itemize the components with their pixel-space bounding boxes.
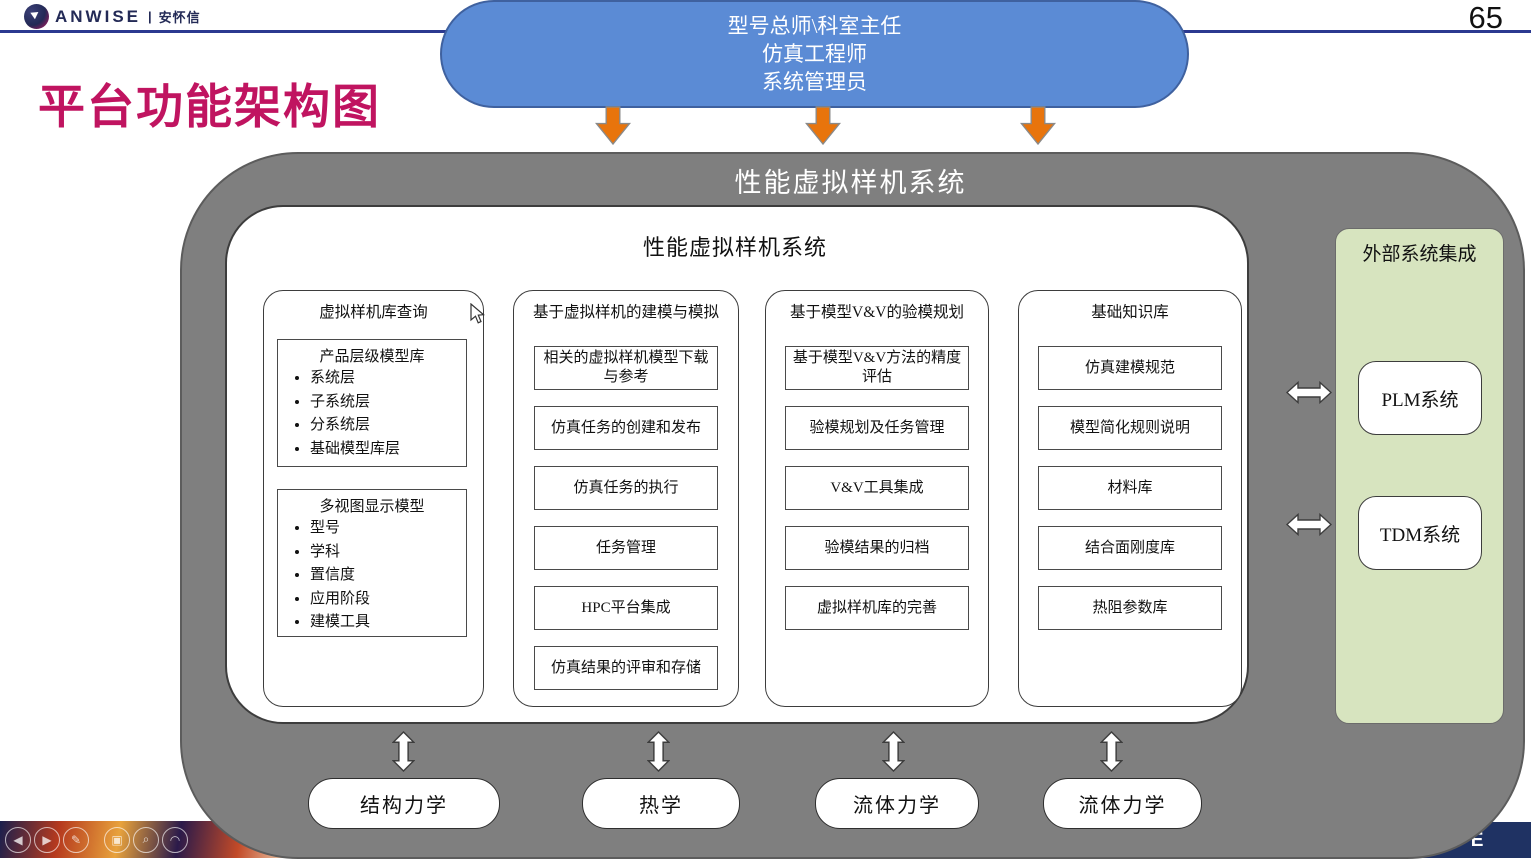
bullet-item: 系统层	[310, 367, 466, 391]
function-list: 相关的虚拟样机模型下载与参考 仿真任务的创建和发布 仿真任务的执行 任务管理 H…	[534, 346, 718, 706]
function-box: 仿真任务的执行	[534, 466, 718, 510]
external-systems-panel: 外部系统集成 PLM系统 TDM系统	[1335, 228, 1504, 724]
mouse-cursor-icon	[470, 303, 485, 324]
logo-brand-text: ANWISE	[55, 6, 141, 26]
bullet-item: 型号	[310, 517, 466, 541]
column-knowledge-base: 基础知识库 仿真建模规范 模型简化规则说明 材料库 结合面刚度库 热阻参数库	[1018, 290, 1242, 707]
bullet-item: 学科	[310, 541, 466, 565]
media-more-icon[interactable]: ◠	[162, 826, 188, 853]
bullet-item: 分系统层	[310, 414, 466, 438]
function-box: 仿真任务的创建和发布	[534, 406, 718, 450]
function-box: 任务管理	[534, 526, 718, 570]
page-number: 65	[1468, 0, 1503, 35]
function-box: V&V工具集成	[785, 466, 969, 510]
external-panel-title: 外部系统集成	[1362, 244, 1477, 265]
anwise-logo: ANWISE | 安怀信	[24, 4, 201, 29]
bullet-item: 应用阶段	[310, 588, 466, 612]
logo-cn-text: 安怀信	[158, 10, 201, 25]
function-box: 热阻参数库	[1038, 586, 1222, 630]
solver-box-fluid-2: 流体力学	[1043, 778, 1202, 829]
tdm-system-box: TDM系统	[1358, 496, 1482, 570]
function-box: 验模结果的归档	[785, 526, 969, 570]
arrow-down-icon	[594, 106, 632, 145]
function-box: 结合面刚度库	[1038, 526, 1222, 570]
bullet-item: 置信度	[310, 564, 466, 588]
function-list: 仿真建模规范 模型简化规则说明 材料库 结合面刚度库 热阻参数库	[1038, 346, 1222, 646]
function-box: 相关的虚拟样机模型下载与参考	[534, 346, 718, 390]
solver-box-thermal: 热学	[582, 778, 740, 829]
column-header: 基于模型V&V的验模规划	[790, 304, 964, 321]
column-vv-validation-planning: 基于模型V&V的验模规划 基于模型V&V方法的精度评估 验模规划及任务管理 V&…	[765, 290, 989, 707]
function-box: HPC平台集成	[534, 586, 718, 630]
arrow-down-icon	[804, 106, 842, 145]
media-frame-icon[interactable]: ▣	[104, 826, 130, 853]
group-bullet-list: 型号 学科 置信度 应用阶段 建模工具	[278, 517, 466, 635]
column-header: 基础知识库	[1091, 304, 1169, 321]
group-title: 多视图显示模型	[319, 499, 425, 515]
plm-system-box: PLM系统	[1358, 361, 1482, 435]
vertical-double-arrow-icon	[392, 731, 415, 772]
column-prototype-library-query: 虚拟样机库查询 产品层级模型库 系统层 子系统层 分系统层 基础模型库层 多视图…	[263, 290, 484, 707]
logo-separator: |	[148, 9, 152, 24]
horizontal-double-arrow-icon	[1286, 513, 1332, 536]
group-bullet-list: 系统层 子系统层 分系统层 基础模型库层	[278, 367, 466, 461]
group-product-level-model-library: 产品层级模型库 系统层 子系统层 分系统层 基础模型库层	[277, 339, 467, 467]
function-list: 基于模型V&V方法的精度评估 验模规划及任务管理 V&V工具集成 验模结果的归档…	[785, 346, 969, 646]
function-box: 虚拟样机库的完善	[785, 586, 969, 630]
function-box: 基于模型V&V方法的精度评估	[785, 346, 969, 390]
function-box: 材料库	[1038, 466, 1222, 510]
bullet-item: 子系统层	[310, 391, 466, 415]
vertical-double-arrow-icon	[882, 731, 905, 772]
function-box: 仿真结果的评审和存储	[534, 646, 718, 690]
roles-line-3: 系统管理员	[762, 70, 867, 94]
column-header: 虚拟样机库查询	[319, 304, 428, 321]
slide-title: 平台功能架构图	[38, 80, 381, 133]
column-modeling-simulation: 基于虚拟样机的建模与模拟 相关的虚拟样机模型下载与参考 仿真任务的创建和发布 仿…	[513, 290, 739, 707]
group-title: 产品层级模型库	[319, 349, 425, 365]
bullet-item: 建模工具	[310, 611, 466, 635]
vertical-double-arrow-icon	[1100, 731, 1123, 772]
media-play-icon[interactable]: ▶	[34, 826, 60, 853]
solver-box-structural: 结构力学	[308, 778, 500, 829]
function-box: 模型简化规则说明	[1038, 406, 1222, 450]
group-multiview-display-model: 多视图显示模型 型号 学科 置信度 应用阶段 建模工具	[277, 489, 467, 637]
column-header: 基于虚拟样机的建模与模拟	[532, 304, 719, 321]
roles-line-1: 型号总师\科室主任	[727, 14, 902, 38]
solver-box-fluid-1: 流体力学	[815, 778, 979, 829]
horizontal-double-arrow-icon	[1286, 381, 1332, 404]
vertical-double-arrow-icon	[647, 731, 670, 772]
function-box: 验模规划及任务管理	[785, 406, 969, 450]
media-pen-icon[interactable]: ✎	[63, 826, 89, 853]
media-zoom-icon[interactable]: ⌕	[133, 826, 159, 853]
roles-line-2: 仿真工程师	[762, 42, 867, 66]
roles-banner: 型号总师\科室主任 仿真工程师 系统管理员	[440, 0, 1189, 108]
media-prev-icon[interactable]: ◀	[5, 826, 31, 853]
system-inner-title: 性能虚拟样机系统	[642, 235, 827, 260]
function-box: 仿真建模规范	[1038, 346, 1222, 390]
bullet-item: 基础模型库层	[310, 438, 466, 462]
anwise-logo-icon	[24, 4, 49, 29]
system-outer-title: 性能虚拟样机系统	[734, 168, 967, 198]
arrow-down-icon	[1019, 106, 1057, 145]
